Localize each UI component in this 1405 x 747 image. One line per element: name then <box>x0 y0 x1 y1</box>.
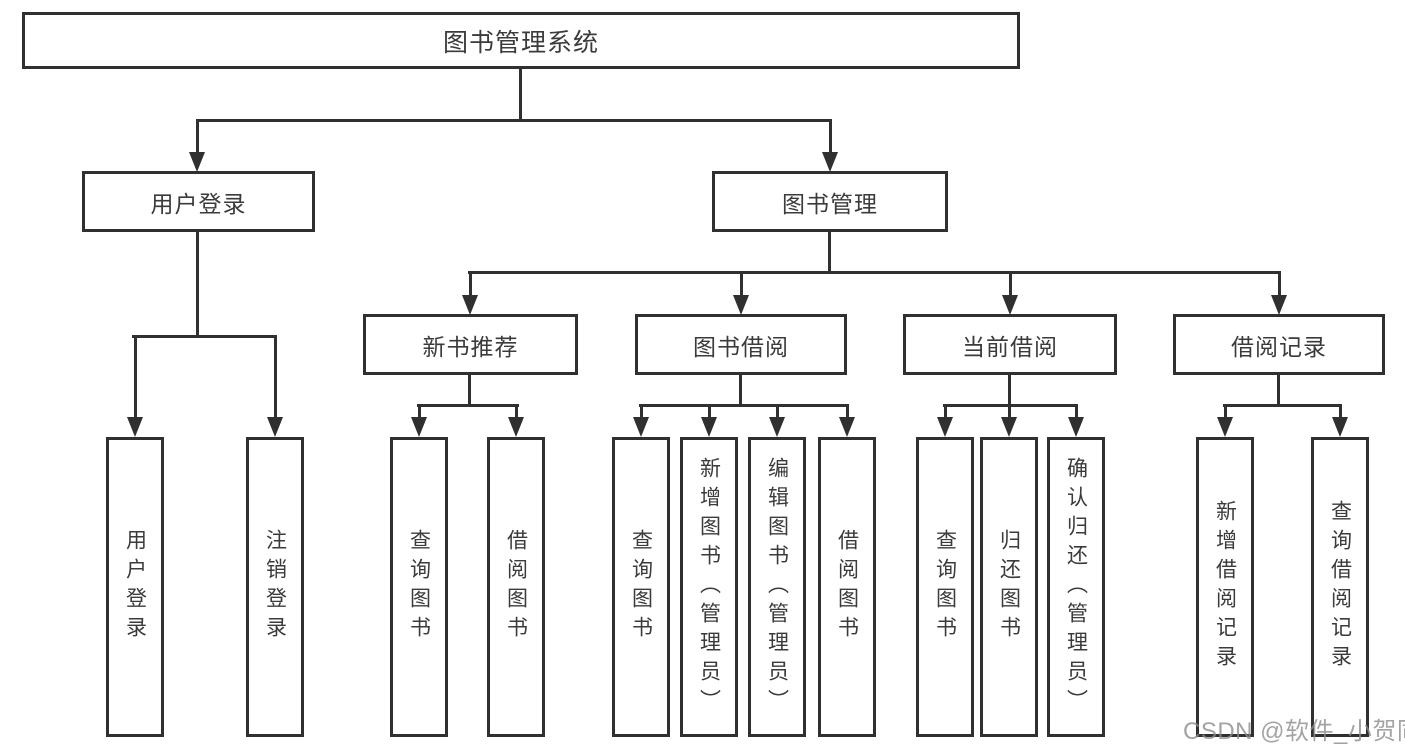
leaf-query-books-1: 查询图书 <box>390 437 448 737</box>
arrow-to-edit-book <box>769 404 785 437</box>
connector-borrowing-stem <box>739 375 742 407</box>
arrow-to-return-books <box>1001 404 1017 437</box>
leaf-borrow-books-2: 借阅图书 <box>818 437 876 737</box>
arrow-to-leaf-user-login <box>127 335 143 437</box>
connector-user-login-split <box>132 335 277 338</box>
arrow-to-query-books-2 <box>633 404 649 437</box>
arrow-to-borrowing-records <box>1271 271 1287 315</box>
node-borrowing-records: 借阅记录 <box>1173 314 1385 375</box>
connector-book-mgmt-stem <box>828 232 831 274</box>
leaf-add-book-admin: 新增图书（管理员） <box>680 437 738 737</box>
csdn-watermark: CSDN @软件_小贺同学 <box>1183 718 1405 745</box>
leaf-query-books-3: 查询图书 <box>916 437 974 737</box>
node-library-system: 图书管理系统 <box>22 12 1020 69</box>
arrow-to-query-record <box>1332 404 1348 437</box>
connector-current-stem <box>1008 375 1011 407</box>
arrow-to-borrow-books-1 <box>508 404 524 437</box>
leaf-return-books: 归还图书 <box>980 437 1038 737</box>
connector-new-book-split <box>417 404 519 407</box>
connector-current-split <box>943 404 1078 407</box>
leaf-borrow-books-1: 借阅图书 <box>487 437 545 737</box>
connector-records-stem <box>1277 375 1280 407</box>
connector-borrowing-split <box>639 404 849 407</box>
node-book-management: 图书管理 <box>712 171 948 232</box>
leaf-user-login: 用户登录 <box>106 437 164 737</box>
arrow-to-new-book-recommend <box>462 271 478 315</box>
arrow-to-confirm-return <box>1068 404 1084 437</box>
leaf-confirm-return-admin: 确认归还（管理员） <box>1047 437 1105 737</box>
leaf-add-borrow-record: 新增借阅记录 <box>1196 437 1254 737</box>
leaf-logout: 注销登录 <box>246 437 304 737</box>
arrow-to-query-books-1 <box>411 404 427 437</box>
connector-root-stem <box>519 69 522 121</box>
connector-new-book-stem <box>468 375 471 407</box>
leaf-query-borrow-record: 查询借阅记录 <box>1311 437 1369 737</box>
arrow-to-user-login <box>189 119 205 172</box>
connector-root-split <box>196 119 832 122</box>
node-current-borrowing: 当前借阅 <box>903 314 1117 375</box>
arrow-to-current-borrowing <box>1002 271 1018 315</box>
leaf-edit-book-admin: 编辑图书（管理员） <box>748 437 806 737</box>
connector-book-mgmt-split <box>468 271 1281 274</box>
connector-records-split <box>1223 404 1342 407</box>
arrow-to-book-borrowing <box>733 271 749 315</box>
node-book-borrowing: 图书借阅 <box>635 314 847 375</box>
node-user-login: 用户登录 <box>82 171 315 232</box>
arrow-to-leaf-logout <box>267 335 283 437</box>
connector-user-login-stem <box>196 232 199 337</box>
arrow-to-add-record <box>1217 404 1233 437</box>
arrow-to-query-books-3 <box>937 404 953 437</box>
node-new-book-recommend: 新书推荐 <box>363 314 578 375</box>
arrow-to-add-book <box>701 404 717 437</box>
leaf-query-books-2: 查询图书 <box>612 437 670 737</box>
arrow-to-book-management <box>822 119 838 172</box>
arrow-to-borrow-books-2 <box>839 404 855 437</box>
